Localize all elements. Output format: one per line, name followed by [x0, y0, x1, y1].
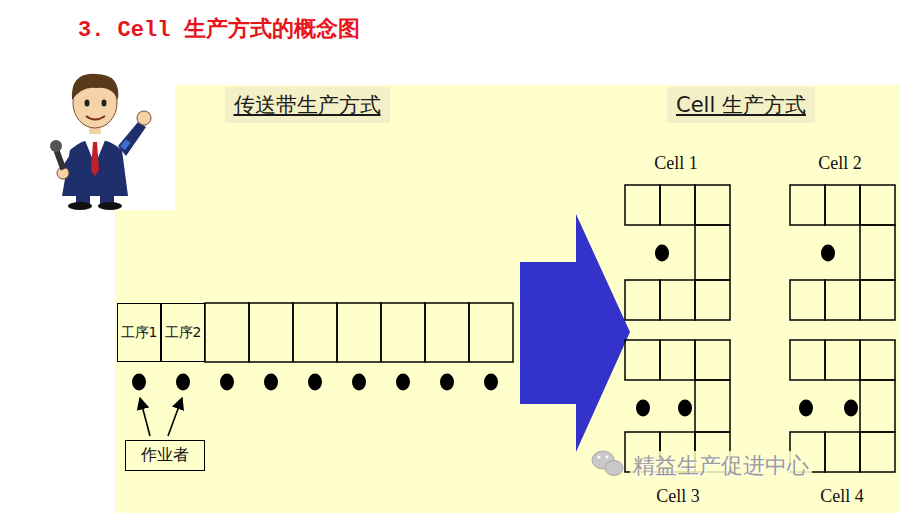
- conveyor-line: [205, 303, 513, 362]
- operator-dot: [352, 374, 366, 391]
- cell-operators: [636, 400, 692, 417]
- cell-name: Cell 4: [820, 486, 864, 507]
- operator-dot: [220, 374, 234, 391]
- operator-label-box: 作业者: [125, 440, 205, 471]
- node-text: Cell 生产方式: [676, 91, 806, 119]
- node-text: 工序2: [165, 324, 202, 342]
- operator-dot: [264, 374, 278, 391]
- watermark: 精益生产促进中心: [630, 451, 812, 481]
- process-step: 工序2: [161, 303, 205, 362]
- operator-dot: [176, 374, 190, 391]
- section-heading: Cell 生产方式: [667, 87, 815, 123]
- cell-u-layout: [625, 185, 730, 320]
- section-heading: 传送带生产方式: [225, 87, 390, 123]
- leader-arrows: [140, 398, 182, 436]
- operator-dots: [132, 374, 498, 391]
- wechat-icon: [592, 451, 623, 476]
- background-panel: [115, 85, 900, 513]
- node-text: 工序1: [121, 324, 158, 342]
- process-step: 工序1: [117, 303, 161, 362]
- operator-dot: [655, 245, 669, 262]
- node-text: 传送带生产方式: [234, 91, 381, 119]
- operator-dot: [844, 400, 858, 417]
- operator-dot: [308, 374, 322, 391]
- operator-dot: [484, 374, 498, 391]
- transition-arrow: [520, 214, 630, 452]
- cell-operators: [799, 400, 858, 417]
- cell-operators: [821, 245, 835, 262]
- cell-operators: [655, 245, 669, 262]
- cell-name: Cell 1: [654, 153, 698, 174]
- node-text: 作业者: [141, 445, 189, 466]
- operator-dot: [799, 400, 813, 417]
- page-title: 3. Cell 生产方式的概念图: [78, 14, 360, 44]
- cell-name: Cell 2: [818, 153, 862, 174]
- cell-name: Cell 3: [656, 486, 700, 507]
- operator-dot: [821, 245, 835, 262]
- cell-layouts: [625, 185, 895, 472]
- operator-dot: [132, 374, 146, 391]
- operator-dot: [636, 400, 650, 417]
- operator-dot: [440, 374, 454, 391]
- operator-dot: [396, 374, 410, 391]
- operator-dot: [678, 400, 692, 417]
- presenter-figure: [50, 74, 151, 210]
- cell-u-layout: [790, 185, 895, 320]
